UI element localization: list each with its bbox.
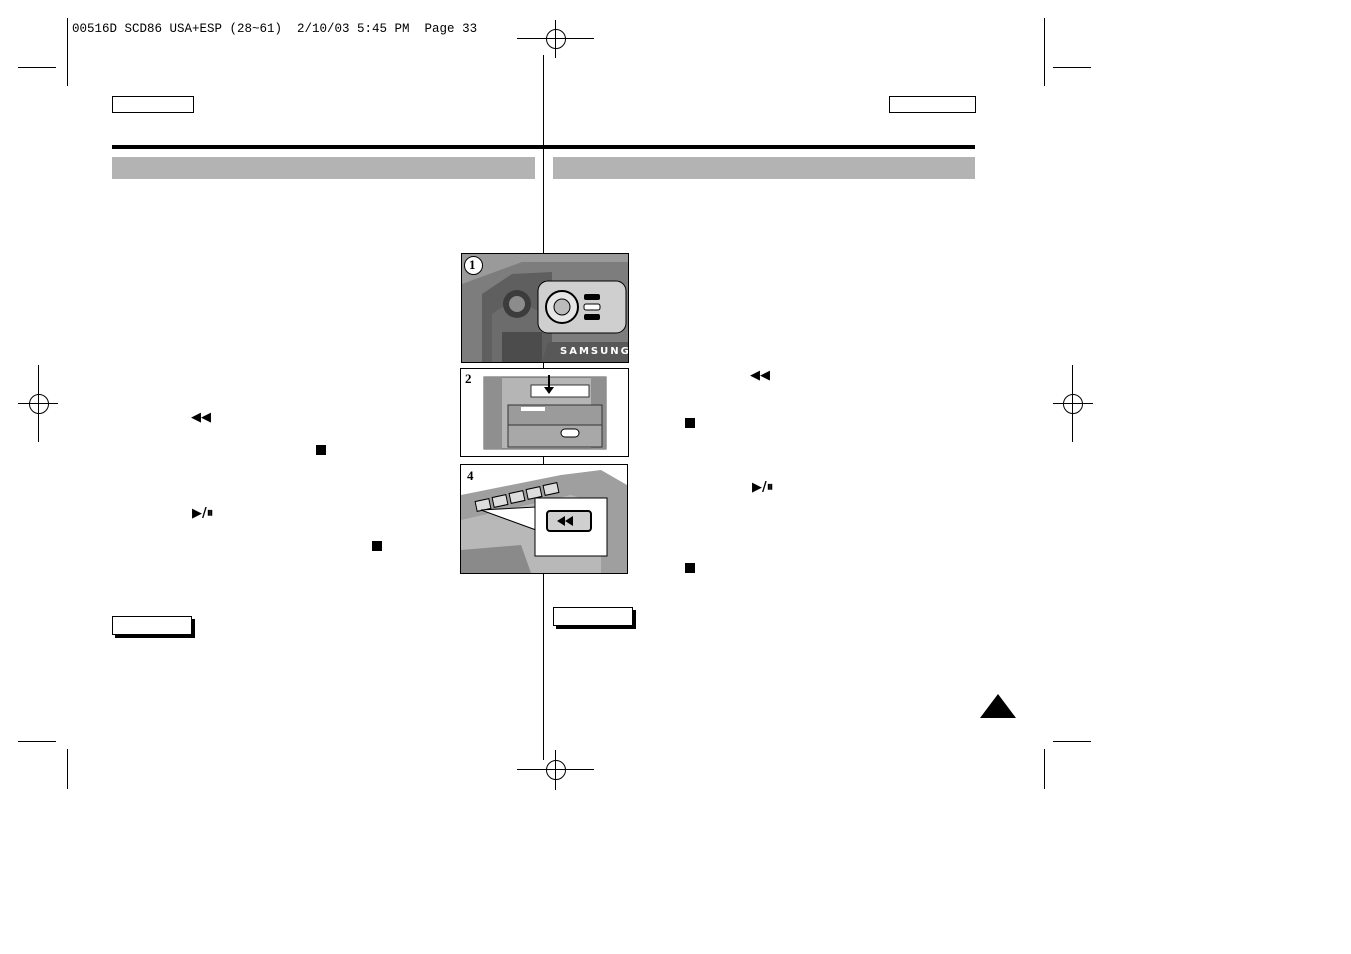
crop-mark [18, 741, 56, 742]
figure-number-badge [464, 256, 483, 275]
cassette-insertion-illustration [461, 369, 628, 456]
registration-mark [546, 760, 566, 780]
crop-mark [1044, 18, 1045, 86]
figure-number: 4 [467, 468, 474, 483]
language-tab-right [889, 96, 976, 113]
play-pause-icon: ▶/⏸ [192, 506, 214, 521]
figure-1: 1 SAMSUNG [461, 253, 629, 363]
section-title-bar-right [553, 157, 975, 179]
stop-icon [685, 563, 695, 573]
crop-mark [1053, 67, 1091, 68]
figure-number: 2 [465, 371, 472, 386]
figure-4: 4 [460, 464, 628, 574]
note-label-left [112, 616, 192, 635]
registration-line [555, 20, 556, 58]
figure-number-badge [463, 467, 480, 484]
print-header: 00516D SCD86 USA+ESP (28~61) 2/10/03 5:4… [72, 22, 478, 36]
stop-icon [316, 445, 326, 455]
crop-mark [1053, 741, 1091, 742]
registration-mark [1063, 394, 1083, 414]
rewind-icon: ◀◀ [750, 368, 770, 383]
registration-mark [29, 394, 49, 414]
crop-mark [67, 18, 68, 86]
page-number-triangle [980, 694, 1016, 718]
header-rule [112, 145, 975, 149]
crop-mark [18, 67, 56, 68]
samsung-logo: SAMSUNG [560, 346, 629, 357]
stop-icon [685, 418, 695, 428]
crop-mark [67, 749, 68, 789]
play-pause-icon: ▶/⏸ [752, 480, 774, 495]
figure-number: 1 [469, 257, 476, 272]
camcorder-mode-dial-illustration [462, 254, 628, 362]
note-label-right [553, 607, 633, 626]
registration-mark [546, 29, 566, 49]
stop-icon [372, 541, 382, 551]
crop-mark [1044, 749, 1045, 789]
figure-2: 2 [460, 368, 629, 457]
registration-line [555, 750, 556, 790]
registration-line [1072, 365, 1073, 442]
language-tab-left [112, 96, 194, 113]
section-title-bar-left [112, 157, 535, 179]
registration-line [38, 365, 39, 442]
rewind-icon: ◀◀ [191, 410, 211, 425]
rewind-button-illustration [461, 465, 627, 573]
registration-line [1053, 403, 1093, 404]
